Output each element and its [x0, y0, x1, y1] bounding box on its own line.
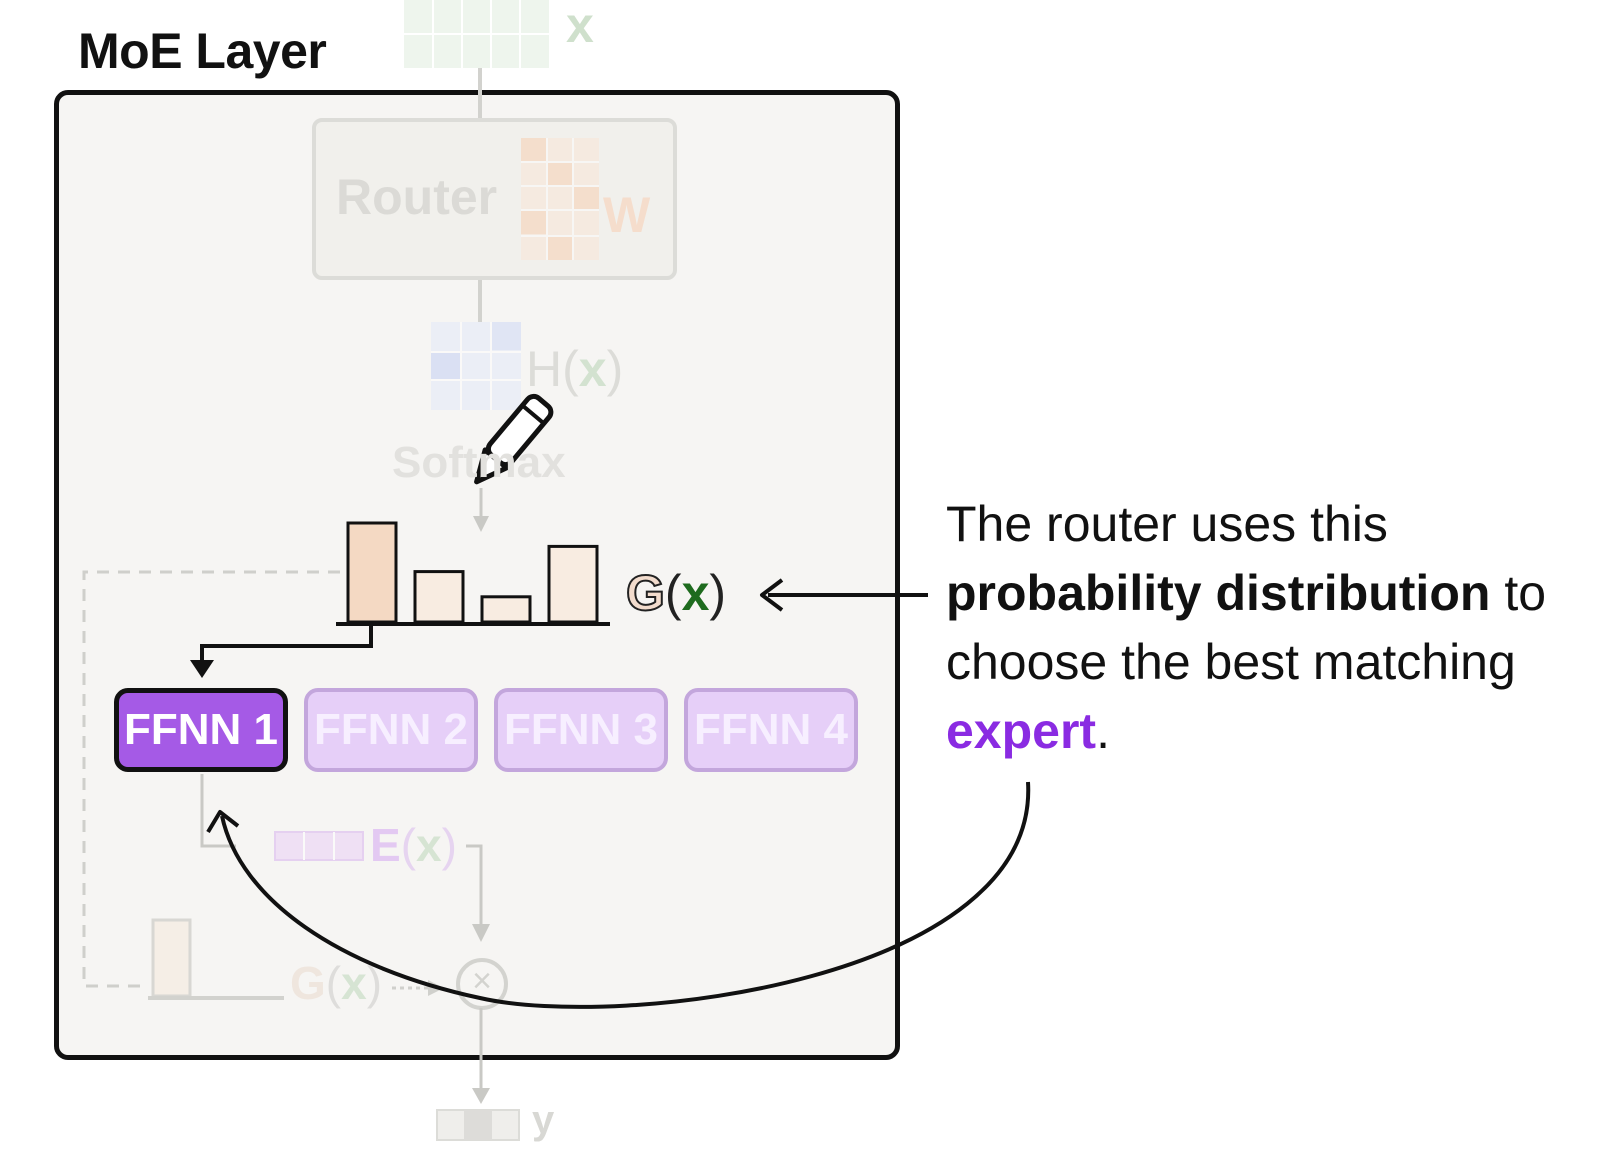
selected-gate-letter: G: [290, 957, 326, 1009]
expert-ffnn-1: FFNN 1: [114, 688, 288, 772]
gate-x: x: [681, 565, 710, 621]
expert-curved-arrow-head: [206, 810, 240, 834]
gate-bar-4: [547, 544, 599, 624]
logits-close-paren: ): [606, 341, 624, 397]
logits-matrix: [431, 322, 521, 410]
pencil-cursor-icon: [474, 393, 554, 485]
gate-bar-1: [346, 521, 398, 624]
dashed-gate-path: [82, 570, 340, 988]
expert-output-vector: [274, 831, 364, 861]
description-part-3: to choose the best matching: [946, 565, 1547, 690]
multiply-symbol: ×: [472, 962, 492, 1000]
gate-label: G(x): [625, 564, 727, 622]
logits-letter: H: [526, 341, 563, 397]
softmax-label: Softmax: [392, 438, 566, 487]
expert-ffnn-2: FFNN 2: [304, 688, 478, 772]
expert-output-letter: E: [370, 819, 401, 871]
routing-arrow-head: [190, 660, 214, 678]
expert-ffnn-4: FFNN 4: [684, 688, 858, 772]
expert-output-x: x: [416, 819, 442, 871]
description-bold-phrase: probability distribution: [946, 565, 1491, 621]
router-label: Router: [336, 169, 498, 225]
flow-line-to-multiply: [466, 844, 483, 926]
router-box: [312, 118, 677, 280]
description-text: The router uses this probability distrib…: [946, 490, 1586, 766]
gate-probability-bars: [346, 521, 599, 624]
router-weight-matrix: [521, 138, 599, 260]
gate-bar-3: [480, 595, 532, 624]
pointer-arrow-head: [760, 578, 784, 612]
description-period: .: [1096, 703, 1110, 759]
output-y-label: y: [532, 1098, 555, 1142]
output-y-vector: [436, 1109, 520, 1141]
gate-bar-2: [413, 570, 465, 624]
selected-gate-bar: [151, 918, 192, 998]
router-weight-label: W: [603, 187, 651, 243]
expert-output-label: E(x): [370, 818, 457, 872]
routing-arrow: [200, 624, 373, 664]
selected-gate-label: G(x): [290, 956, 382, 1010]
selected-gate-close-paren: ): [366, 957, 383, 1009]
gate-open-paren: (: [664, 565, 682, 621]
logits-x: x: [578, 341, 607, 397]
arrow-head-to-multiply: [472, 924, 490, 942]
expert-ffnn-3: FFNN 3: [494, 688, 668, 772]
gate-close-paren: ): [709, 565, 727, 621]
input-x-matrix: [404, 0, 549, 68]
arrow-head-output: [472, 1088, 490, 1104]
expert-output-path: [200, 774, 236, 848]
gate-letter: G: [625, 564, 666, 622]
logits-open-paren: (: [562, 341, 579, 397]
expert-output-close-paren: ): [441, 819, 457, 871]
diagram-title: MoE Layer: [78, 23, 327, 79]
selected-gate-open-paren: (: [325, 957, 342, 1009]
expert-output-open-paren: (: [400, 819, 417, 871]
selected-gate-x: x: [341, 957, 367, 1009]
input-x-label: x: [566, 0, 594, 53]
logits-label: H(x): [526, 340, 623, 398]
description-accent-word: expert: [946, 703, 1097, 759]
description-part-1: The router uses this: [946, 496, 1388, 552]
expert-curved-arrow: [220, 781, 1031, 1009]
arrow-head-softmax: [473, 516, 489, 532]
